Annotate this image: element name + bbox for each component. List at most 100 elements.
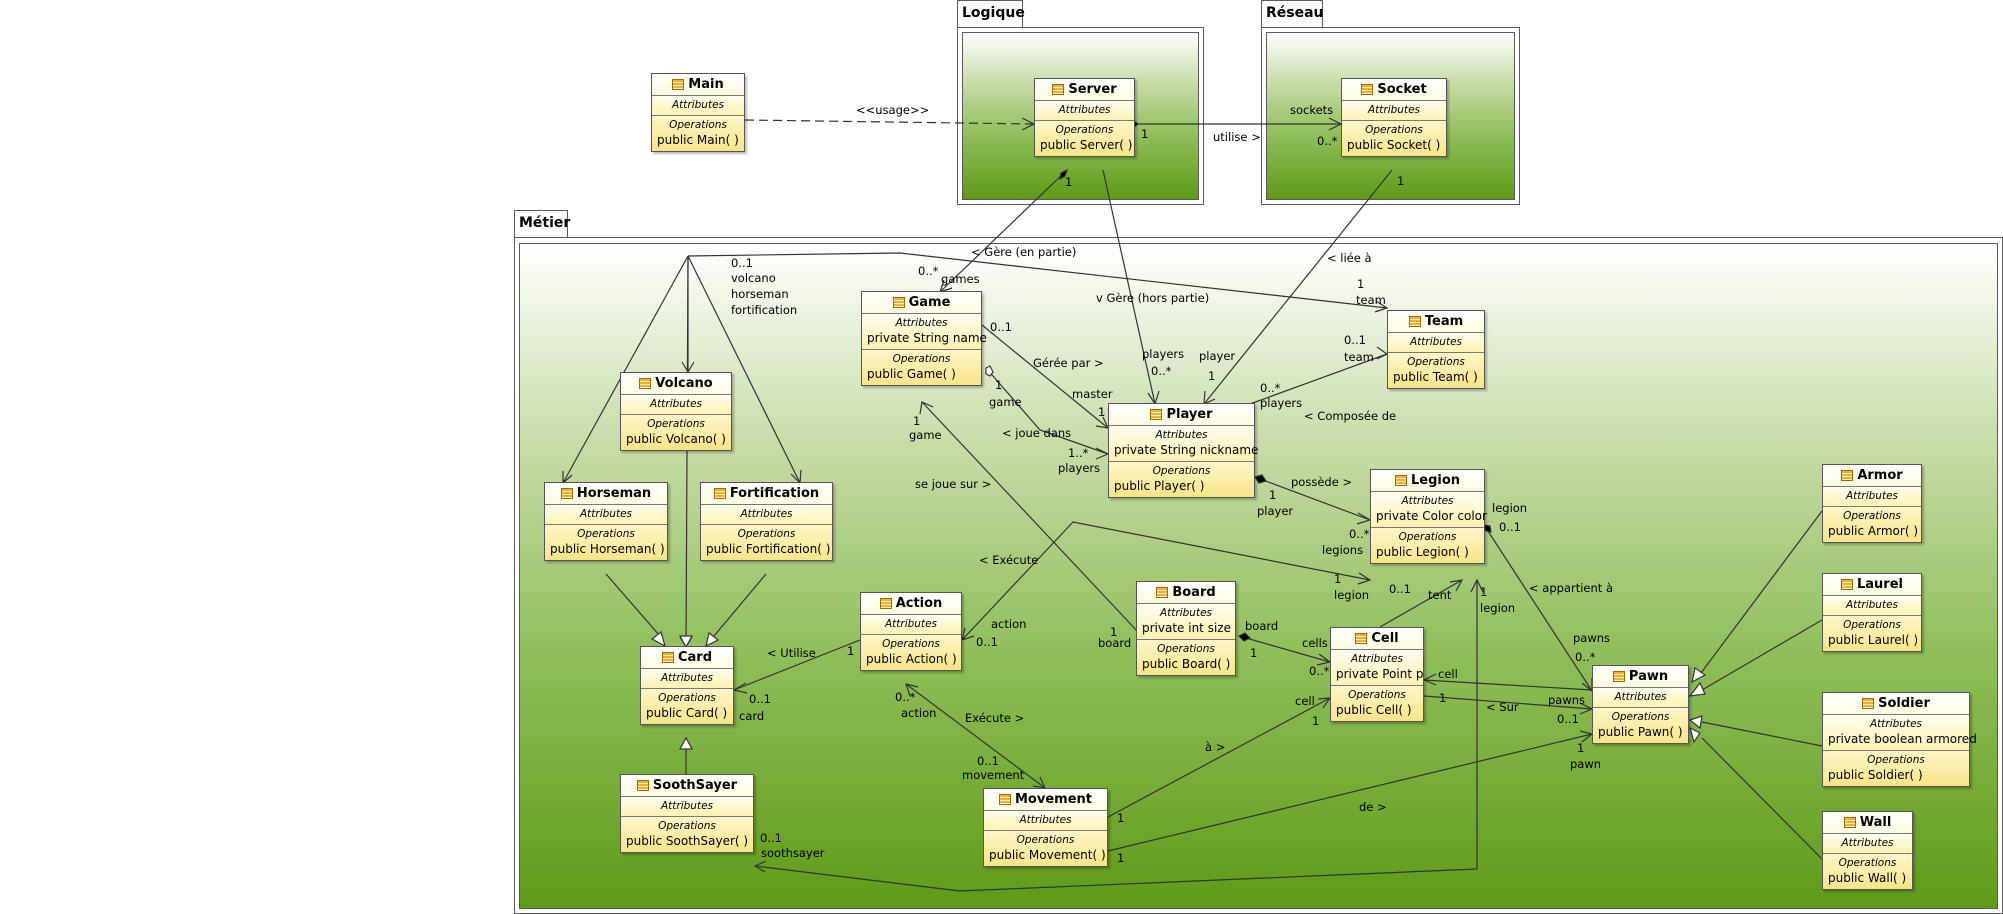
label-sooth-role: soothsayer (761, 846, 825, 860)
label-possede-player: player (1257, 504, 1293, 518)
attributes-section: Attributes (1823, 596, 1921, 616)
label-cells-role: cells (1302, 636, 1328, 650)
class-header: Wall (1823, 812, 1912, 834)
attributes-caption: Attributes (1614, 691, 1667, 703)
attributes-caption: Attributes (1845, 599, 1899, 611)
diamond-server-game (1059, 168, 1069, 181)
label-sockets-mult: 0..* (1317, 134, 1338, 148)
label-board-one2: 1 (1250, 646, 1257, 660)
package-metier-area (519, 243, 1998, 909)
label-pawns-role: pawns (1573, 631, 1610, 645)
class-header: Game (862, 292, 981, 314)
edge-card-fortification (687, 255, 801, 484)
edge-card-sub-fan (562, 255, 689, 484)
class-icon (661, 652, 674, 663)
attributes-caption: Attributes (671, 99, 725, 111)
attributes-caption: Attributes (660, 800, 714, 812)
edge-socket-player (1203, 169, 1393, 405)
label-joue-mult: 1..* (1068, 446, 1089, 460)
operation-row: public Main( ) (657, 133, 739, 147)
attribute-row: private boolean armored (1828, 732, 1977, 746)
edge-movement-pawn (1107, 733, 1593, 852)
label-gere-partie: < Gère (en partie) (971, 245, 1076, 259)
label-execute-upper: < Exécute (979, 553, 1038, 567)
label-card-mult: 0..1 (749, 692, 771, 706)
label-execute-lower: Exécute > (965, 711, 1024, 725)
attributes-section: Attributes (1593, 688, 1688, 708)
attributes-section: Attributes (1342, 101, 1446, 121)
class-header: Socket (1342, 79, 1446, 101)
attributes-caption: Attributes (1367, 104, 1421, 116)
label-team-one: 1 (1357, 277, 1364, 291)
attribute-row: private Color color (1376, 509, 1487, 523)
operations-caption: Operations (658, 692, 716, 704)
class-header: Cell (1331, 628, 1423, 650)
label-game-one: 1 (995, 378, 1002, 392)
operations-caption: Operations (669, 119, 727, 131)
class-header: Horseman (545, 483, 667, 505)
class-name: Pawn (1628, 669, 1669, 684)
attribute-row: private Point p (1336, 667, 1424, 681)
class-icon (1843, 817, 1856, 828)
label-movement-mult: 0..1 (977, 754, 999, 768)
class-icon (879, 598, 892, 609)
label-mov-one: 1 (1117, 811, 1124, 825)
operation-row: public SoothSayer( ) (626, 834, 749, 848)
label-players-mult: 0..* (1151, 364, 1172, 378)
operation-row: public Legion( ) (1376, 545, 1469, 559)
label-cell-one2: 1 (1312, 714, 1319, 728)
operation-row: public Fortification( ) (706, 542, 831, 556)
attributes-caption: Attributes (740, 508, 793, 520)
class-icon (1841, 579, 1853, 590)
diamond-game-player (985, 365, 994, 377)
label-horseman-role: horseman (731, 287, 789, 301)
class-name: Player (1166, 407, 1213, 422)
label-utilise-one: 1 (847, 644, 854, 658)
operations-caption: Operations (882, 638, 940, 650)
attributes-caption: Attributes (895, 317, 948, 329)
class-name: Soldier (1878, 696, 1930, 711)
label-pawn-one: 1 (1577, 741, 1584, 755)
attributes-caption: Attributes (1841, 837, 1894, 849)
class-icon (672, 79, 685, 90)
class-name: Action (895, 596, 943, 611)
operations-caption: Operations (1348, 689, 1406, 701)
class-name: Horseman (576, 486, 652, 501)
attributes-section: Attributes (984, 811, 1107, 831)
class-icon (1361, 84, 1374, 95)
label-board-one: 1 (1110, 625, 1117, 639)
operation-row: public Laurel( ) (1828, 633, 1919, 647)
label-mov-one2: 1 (1117, 851, 1124, 865)
diamond-board-cell (1237, 632, 1252, 642)
edge-fan-team (687, 252, 1388, 309)
